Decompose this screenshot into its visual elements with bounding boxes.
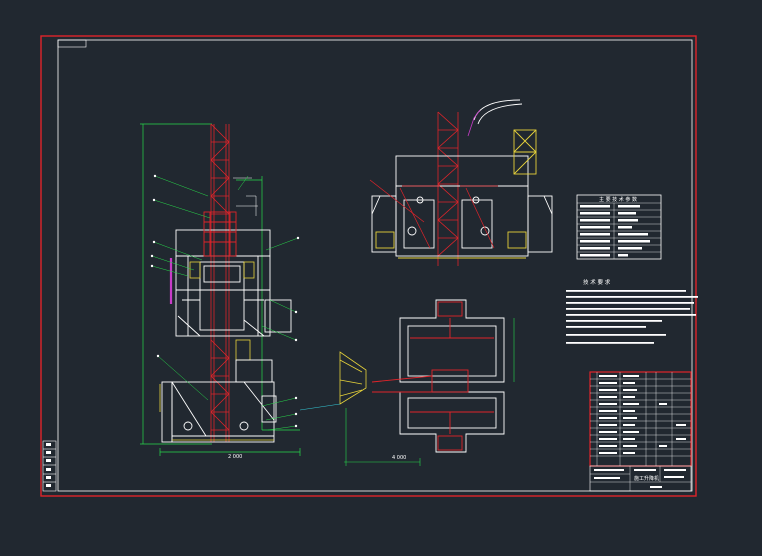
technical-notes: 技 术 要 求 [566, 278, 698, 344]
plan-view: 4 000 [299, 299, 515, 466]
left-margin-strip [42, 440, 57, 492]
drawing-frame [40, 35, 697, 497]
title-block-drawing-name: 施工升降机 [634, 475, 659, 482]
parts-list-table [589, 371, 692, 467]
parameters-table: 主 要 技 术 参 数 [576, 194, 662, 260]
params-table-title: 主 要 技 术 参 数 [599, 196, 637, 203]
title-block: 施工升降机 [589, 465, 692, 492]
side-elevation-view [369, 99, 553, 266]
tech-notes-title: 技 术 要 求 [583, 278, 611, 286]
front-elevation-view: 2 000 [140, 123, 301, 460]
dim-label-bottom-left: 2 000 [228, 454, 242, 460]
dim-label-bottom-plan: 4 000 [392, 455, 406, 461]
